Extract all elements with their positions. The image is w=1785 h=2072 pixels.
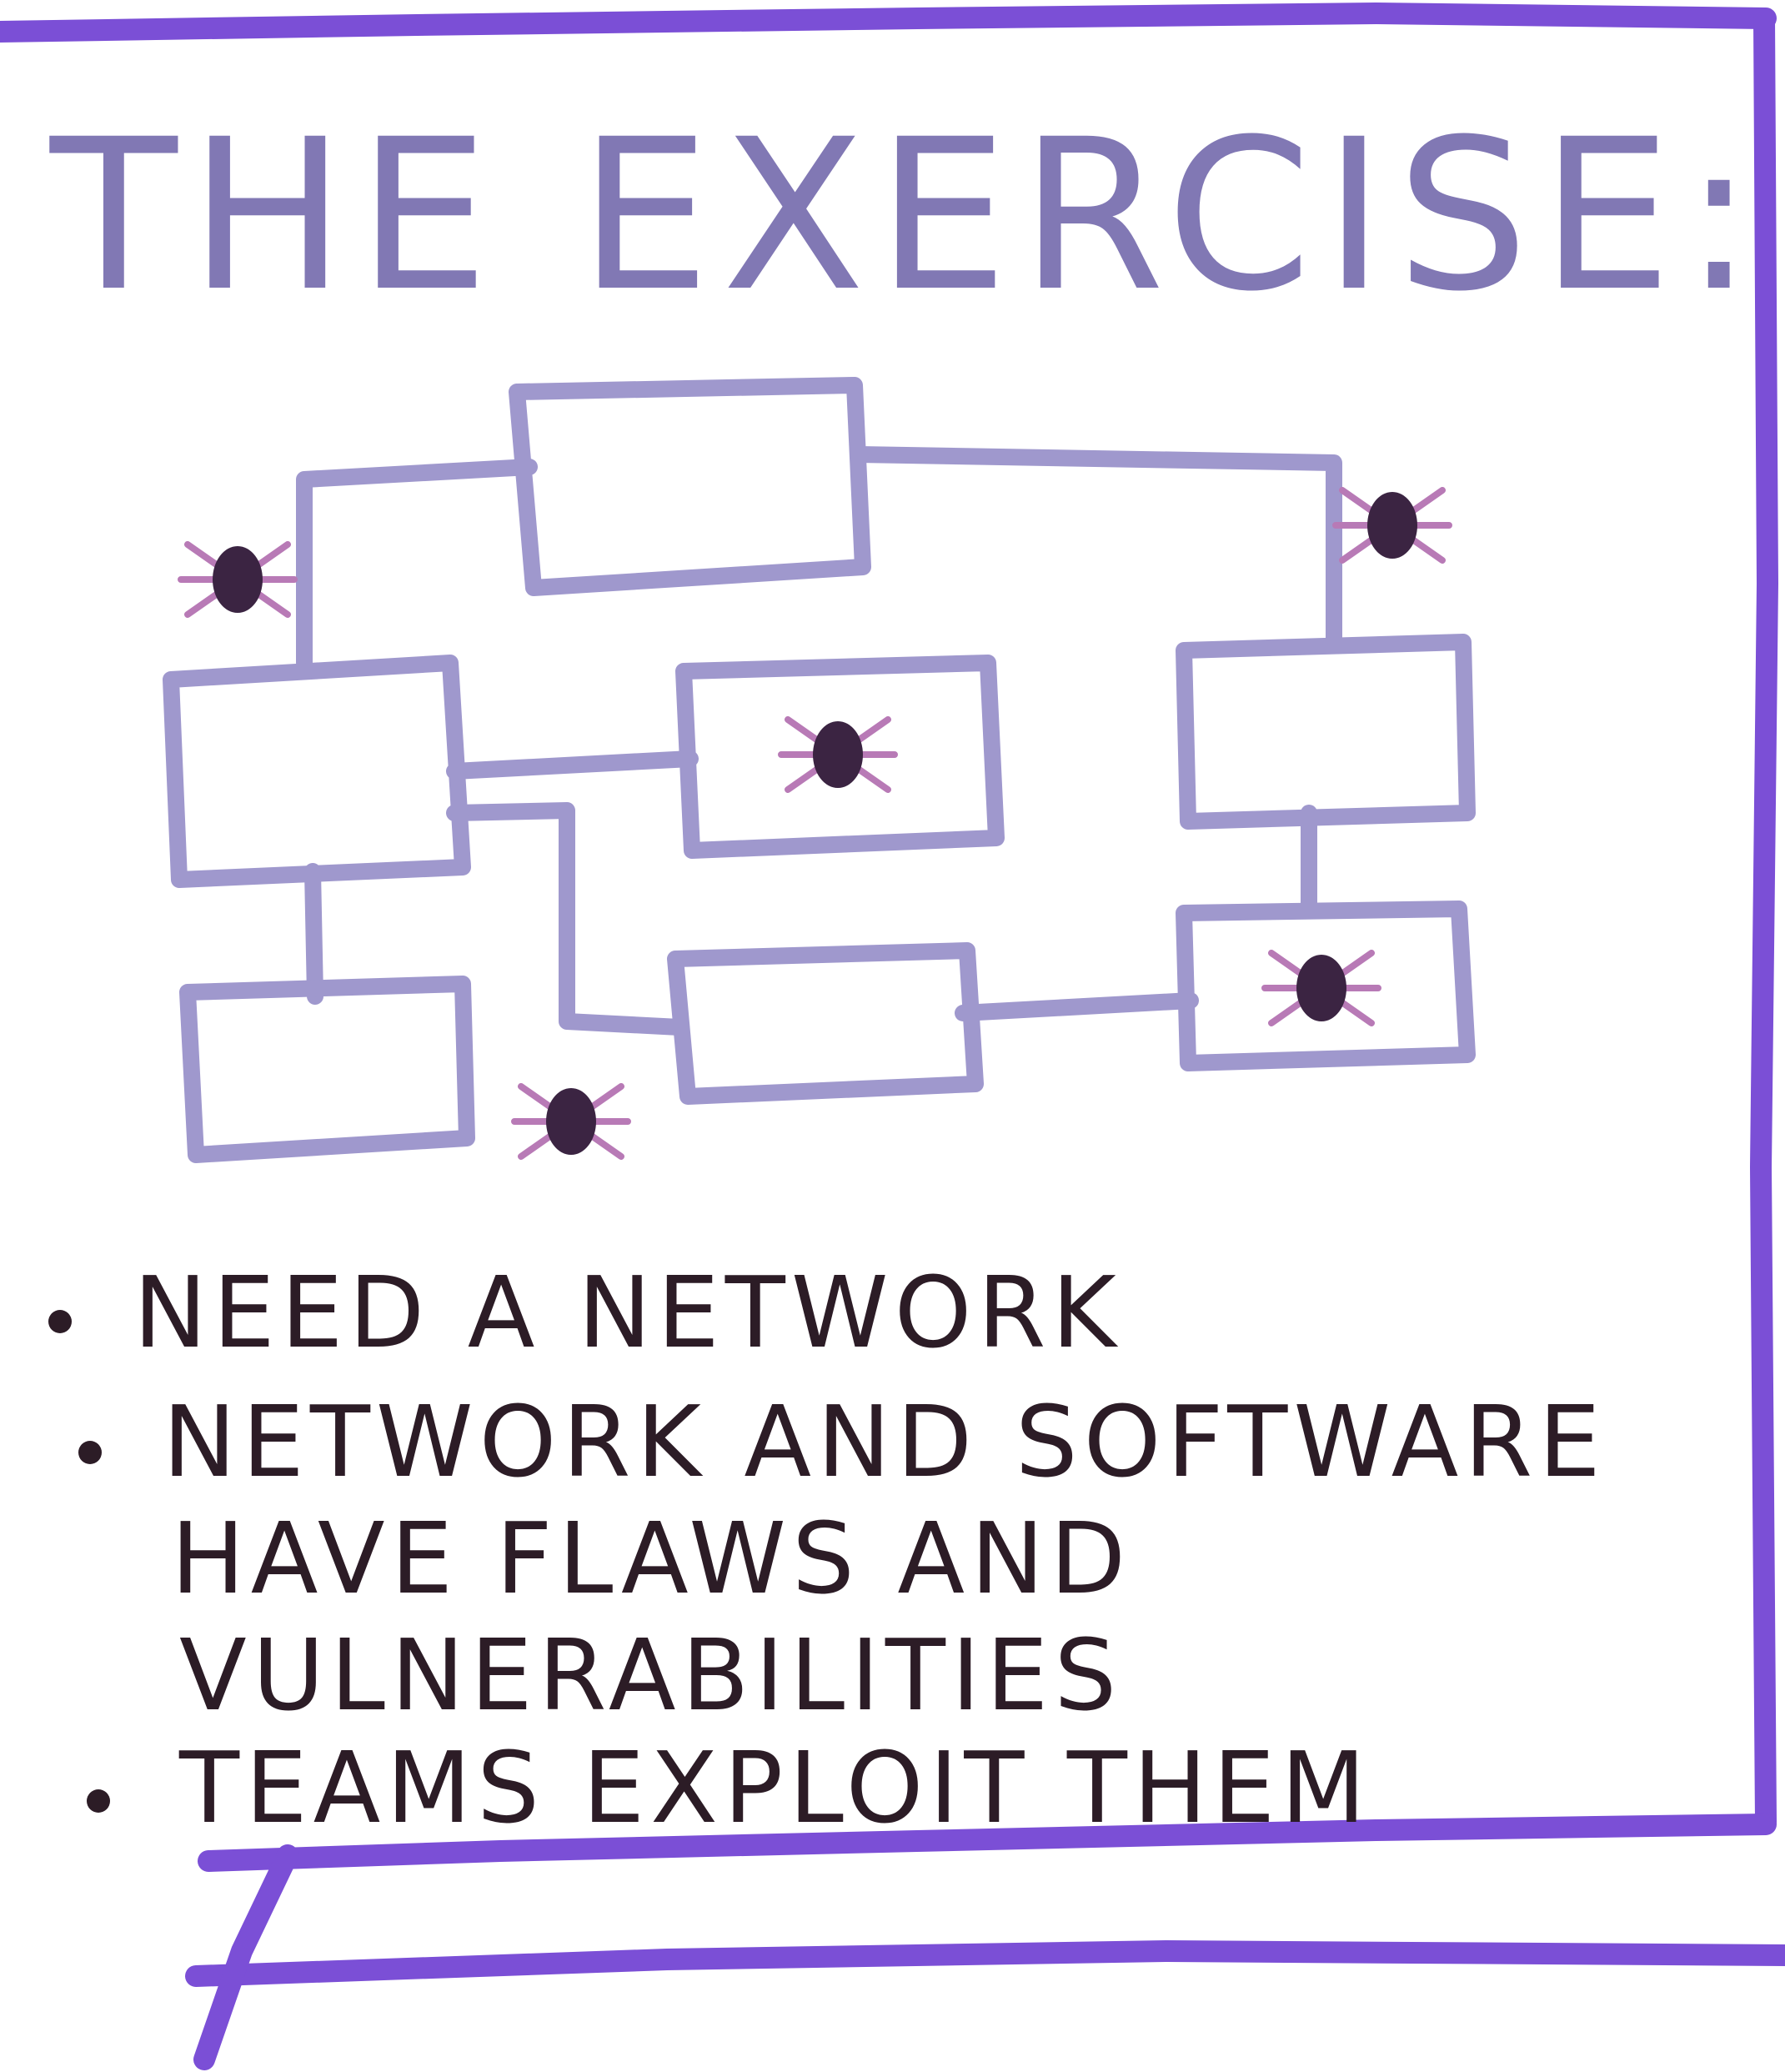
node-bottom-left (179, 976, 475, 1163)
frame-bottom-underline (185, 1940, 1785, 1987)
node-left (163, 655, 471, 888)
bug-icon (1332, 487, 1452, 564)
link-left-to-bottom-left (304, 863, 323, 1005)
frame (0, 3, 1785, 2070)
link-left-to-center-bug (446, 750, 699, 780)
bug-icon (511, 1083, 631, 1160)
network-nodes (163, 377, 1476, 1163)
bullet-1-line-1: NEED A NETWORK (133, 1255, 1122, 1370)
network-diagram (163, 377, 1476, 1163)
frame-top-edge (0, 3, 1777, 43)
bullet-list: NEED A NETWORK NETWORK AND SOFTWARE HAVE… (48, 1255, 1607, 1845)
network-bugs (178, 487, 1452, 1160)
bullet-dot (78, 1441, 102, 1464)
bullet-dot (48, 1310, 72, 1333)
link-top-to-right (850, 446, 1342, 650)
bullet-dot (87, 1789, 110, 1813)
node-center-bug (675, 655, 1005, 859)
bug-icon (778, 716, 898, 793)
bullet-2-line-1: NETWORK AND SOFTWARE (163, 1384, 1607, 1499)
network-links (296, 446, 1342, 1036)
bullet-2-line-3: VULNERABILITIES (179, 1618, 1122, 1733)
bug-icon (178, 541, 298, 618)
link-left-to-lower-center (446, 802, 688, 1036)
node-right (1176, 634, 1476, 830)
bug-icon (1261, 950, 1381, 1026)
exercise-title: THE EXERCISE: (49, 94, 1766, 337)
link-top-to-left (296, 459, 538, 671)
link-lower-center-to-lower-right (955, 992, 1199, 1021)
frame-right-edge (1750, 8, 1778, 1833)
node-lower-right (1176, 901, 1476, 1071)
bullet-3-line-1: TEAMS EXPLOIT THEM (178, 1730, 1371, 1845)
frame-bottom-edge (198, 1814, 1777, 1872)
node-lower-center (667, 942, 984, 1105)
node-top (509, 377, 871, 596)
bullet-2-line-2: HAVE FLAWS AND (171, 1501, 1131, 1616)
frame-tail-stroke (193, 1844, 298, 2070)
